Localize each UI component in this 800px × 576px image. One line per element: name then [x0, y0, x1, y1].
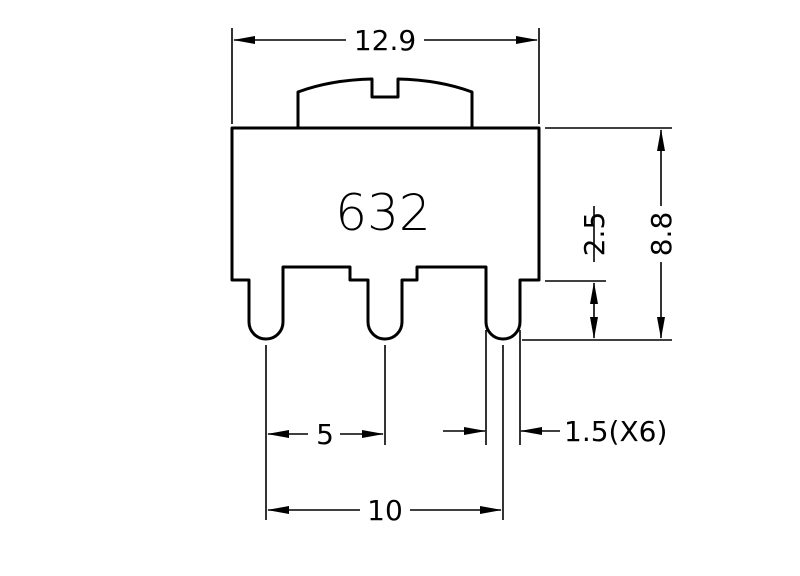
- adjustment-screw: [296, 77, 474, 130]
- pin-extension-lines: [265, 330, 521, 520]
- pin-pitch-label: 5: [316, 418, 334, 451]
- dimension-pin-length: 2.5: [545, 206, 611, 339]
- dimension-pin-pitch: 5: [267, 418, 384, 451]
- pin-width-label: 1.5(X6): [564, 415, 667, 448]
- dimension-pin-span: 10: [267, 494, 502, 527]
- pin-length-label: 2.5: [578, 212, 611, 257]
- dimension-overall-height: 8.8: [522, 127, 678, 341]
- pin-span-label: 10: [367, 494, 403, 527]
- overall-height-label: 8.8: [645, 212, 678, 257]
- dimension-overall-width: 12.9: [231, 24, 540, 124]
- component-body: [230, 126, 541, 341]
- overall-width-label: 12.9: [354, 24, 416, 57]
- dimension-pin-width: 1.5(X6): [443, 415, 667, 448]
- component-marking: 632: [335, 184, 430, 242]
